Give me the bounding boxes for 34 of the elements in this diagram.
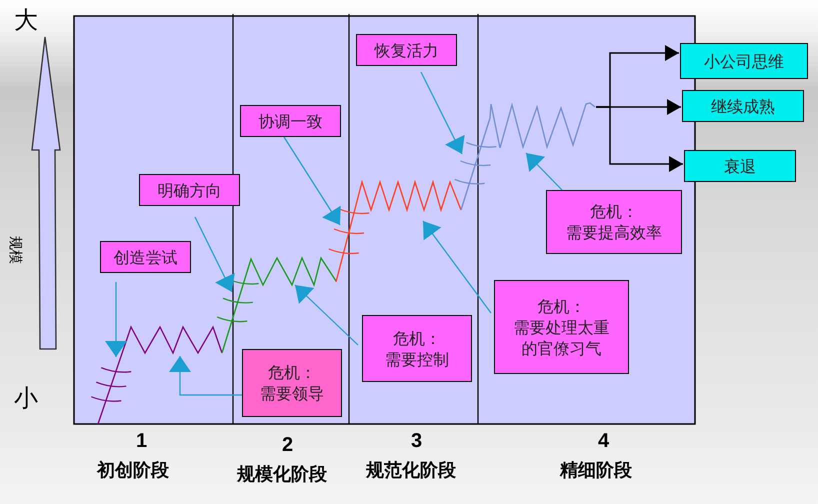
axis-label: 规模	[6, 236, 24, 264]
size-small-label: 小	[14, 383, 38, 414]
leader-arrow	[526, 152, 562, 190]
callout-box: 协调一致	[240, 105, 341, 137]
callout-box: 危机： 需要提高效率	[546, 190, 682, 254]
growth-curve	[91, 325, 223, 424]
callout-box: 恢复活力	[356, 34, 457, 66]
stage-number: 1	[136, 430, 148, 453]
growth-curve	[328, 180, 462, 282]
stage-number: 3	[411, 430, 422, 453]
stage-name: 规模化阶段	[237, 463, 327, 486]
size-large-label: 大	[14, 5, 38, 36]
stage-number: 2	[282, 434, 294, 457]
outcome-box: 小公司思维	[680, 43, 808, 79]
callout-box: 创造尝试	[100, 241, 191, 273]
stage-name: 精细阶段	[560, 459, 632, 482]
outcome-box: 继续成熟	[682, 90, 804, 122]
leader-arrow	[284, 136, 341, 226]
stage-name: 初创阶段	[97, 459, 169, 482]
callout-box: 危机： 需要处理太重的官僚习气	[494, 280, 629, 374]
callout-box: 危机： 需要领导	[242, 349, 342, 417]
leader-arrow	[194, 216, 235, 292]
arrow	[596, 106, 683, 172]
leader-arrow	[105, 282, 127, 357]
growth-curve	[216, 256, 337, 354]
outcome-box: 衰退	[684, 150, 796, 182]
callout-box: 明确方向	[139, 174, 240, 206]
leader-arrow	[294, 284, 358, 346]
stage-name: 规范化阶段	[366, 459, 456, 482]
callout-box: 危机： 需要控制	[362, 315, 472, 382]
stage-number: 4	[598, 430, 610, 453]
leader-arrow	[169, 356, 242, 396]
leader-arrow	[420, 72, 465, 154]
leader-arrow	[422, 220, 492, 314]
